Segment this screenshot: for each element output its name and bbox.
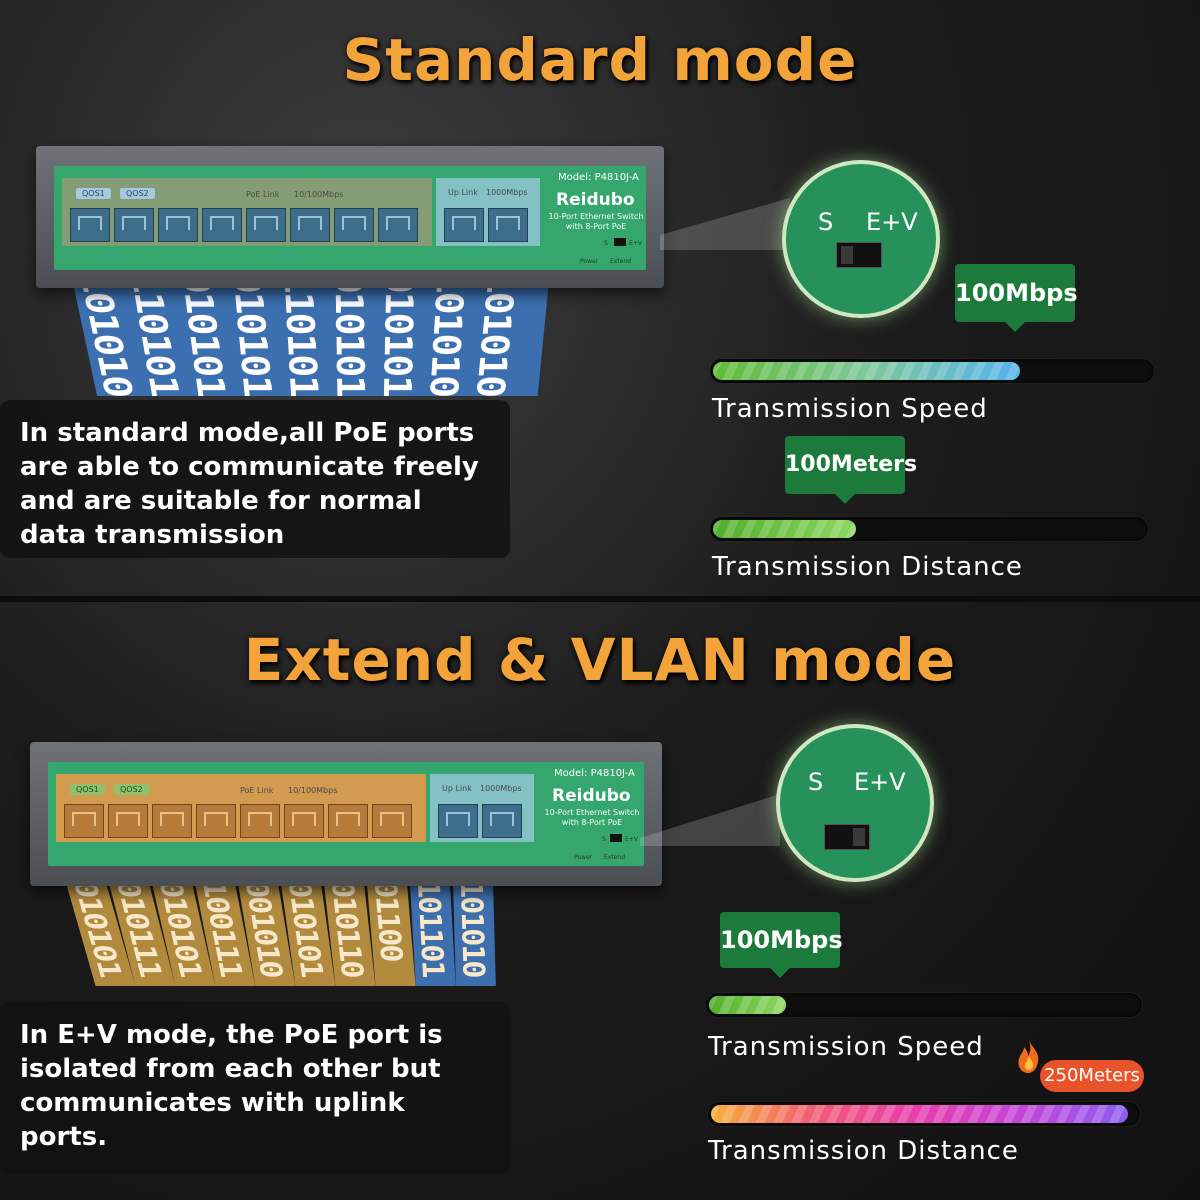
- mode-switch: [614, 238, 626, 246]
- standard-description-box: In standard mode,all PoE ports are able …: [0, 400, 510, 558]
- brand-logo: Reidubo: [556, 190, 635, 210]
- mode-switch-s-label: S: [604, 240, 608, 247]
- extend-distance-badge: 250Meters: [1040, 1060, 1144, 1092]
- uplink-port-1: [438, 804, 478, 838]
- standard-speed-badge: 100Mbps: [955, 264, 1078, 332]
- extend-distance-fill: [711, 1105, 1128, 1123]
- poe-port-8: [378, 208, 418, 242]
- poe-port-2: [114, 208, 154, 242]
- standard-switch-device: QOS1 QOS2 PoE Link 10/100Mbps Up Link 10…: [36, 146, 664, 288]
- extend-mode-title: Extend & VLAN mode: [243, 626, 957, 694]
- zoom-ev-label: E+V: [866, 208, 918, 236]
- extend-switch-zoom: S E+V: [776, 724, 934, 882]
- standard-mode-title: Standard mode: [342, 26, 858, 94]
- standard-speed-fill: [713, 362, 1020, 380]
- poe-link-label: PoE Link: [240, 786, 274, 795]
- extend-indicator: Extend: [604, 854, 625, 861]
- mode-switch-s-label: S: [602, 836, 606, 843]
- mode-switch-ev-label: E+V: [625, 836, 638, 843]
- poe-speed-label: 10/100Mbps: [288, 786, 338, 795]
- poe-port-4: [196, 804, 236, 838]
- poe-port-3: [152, 804, 192, 838]
- uplink-speed-label: 1000Mbps: [486, 188, 528, 197]
- uplink-label: Up Link: [448, 188, 478, 197]
- standard-speed-label: Transmission Speed: [712, 394, 988, 424]
- poe-port-8: [372, 804, 412, 838]
- poe-port-1: [64, 804, 104, 838]
- zoom-ev-label: E+V: [854, 768, 906, 796]
- device-description: 10-Port Ethernet Switch with 8-Port PoE: [548, 212, 644, 232]
- mode-switch-ev-label: E+V: [629, 240, 642, 247]
- extend-zoom-beam: [640, 794, 780, 846]
- model-label: Model: P4810J-A: [558, 172, 639, 183]
- poe-port-7: [328, 804, 368, 838]
- extend-speed-label: Transmission Speed: [708, 1032, 984, 1062]
- device-desc-line2: with 8-Port PoE: [561, 818, 623, 827]
- poe-port-5: [240, 804, 280, 838]
- poe-port-5: [246, 208, 286, 242]
- extend-switch-device: QOS1 QOS2 PoE Link 10/100Mbps Up Link 10…: [30, 742, 662, 886]
- standard-description-text: In standard mode,all PoE ports are able …: [20, 418, 479, 550]
- extend-speed-bar: [706, 993, 1142, 1017]
- extend-indicator: Extend: [610, 258, 631, 265]
- zoom-s-label: S: [818, 208, 834, 236]
- poe-speed-label: 10/100Mbps: [294, 190, 344, 199]
- standard-switch-zoom: S E+V: [782, 160, 940, 318]
- poe-port-7: [334, 208, 374, 242]
- poe-port-3: [158, 208, 198, 242]
- device-desc-line2: with 8-Port PoE: [565, 222, 627, 231]
- uplink-speed-label: 1000Mbps: [480, 784, 522, 793]
- zoom-switch-slider: [836, 242, 882, 268]
- poe-port-6: [290, 208, 330, 242]
- fire-icon: [1018, 1040, 1039, 1074]
- standard-faceplate: QOS1 QOS2 PoE Link 10/100Mbps Up Link 10…: [54, 166, 646, 270]
- zoom-switch-slider: [824, 824, 870, 850]
- extend-description-text: In E+V mode, the PoE port is isolated fr…: [20, 1020, 443, 1152]
- qos2-label: QOS2: [120, 188, 155, 199]
- extend-speed-badge: 100Mbps: [720, 912, 843, 978]
- poe-link-label: PoE Link: [246, 190, 280, 199]
- panel-divider: [0, 596, 1200, 602]
- standard-zoom-beam: [660, 198, 790, 250]
- power-indicator: Power: [580, 258, 599, 265]
- extend-description-box: In E+V mode, the PoE port is isolated fr…: [0, 1002, 510, 1174]
- zoom-s-label: S: [808, 768, 824, 796]
- poe-port-2: [108, 804, 148, 838]
- standard-distance-fill: [713, 520, 856, 538]
- model-label: Model: P4810J-A: [554, 768, 635, 779]
- qos2-label: QOS2: [114, 784, 149, 795]
- standard-distance-label: Transmission Distance: [712, 552, 1023, 582]
- standard-speed-bar: [710, 359, 1154, 383]
- uplink-label: Up Link: [442, 784, 472, 793]
- standard-distance-badge: 100Meters: [785, 436, 917, 504]
- device-description: 10-Port Ethernet Switch with 8-Port PoE: [544, 808, 640, 828]
- extend-speed-fill: [709, 996, 786, 1014]
- power-indicator: Power: [574, 854, 593, 861]
- qos1-label: QOS1: [76, 188, 111, 199]
- device-desc-line1: 10-Port Ethernet Switch: [548, 212, 644, 221]
- uplink-port-2: [482, 804, 522, 838]
- extend-distance-label: Transmission Distance: [708, 1136, 1019, 1166]
- extend-faceplate: QOS1 QOS2 PoE Link 10/100Mbps Up Link 10…: [48, 762, 644, 866]
- extend-distance-bar: [708, 1102, 1140, 1126]
- poe-port-6: [284, 804, 324, 838]
- poe-port-1: [70, 208, 110, 242]
- device-desc-line1: 10-Port Ethernet Switch: [544, 808, 640, 817]
- qos1-label: QOS1: [70, 784, 105, 795]
- standard-distance-bar: [710, 517, 1148, 541]
- brand-logo: Reidubo: [552, 786, 631, 806]
- uplink-port-1: [444, 208, 484, 242]
- uplink-port-2: [488, 208, 528, 242]
- mode-switch: [610, 834, 622, 842]
- poe-port-4: [202, 208, 242, 242]
